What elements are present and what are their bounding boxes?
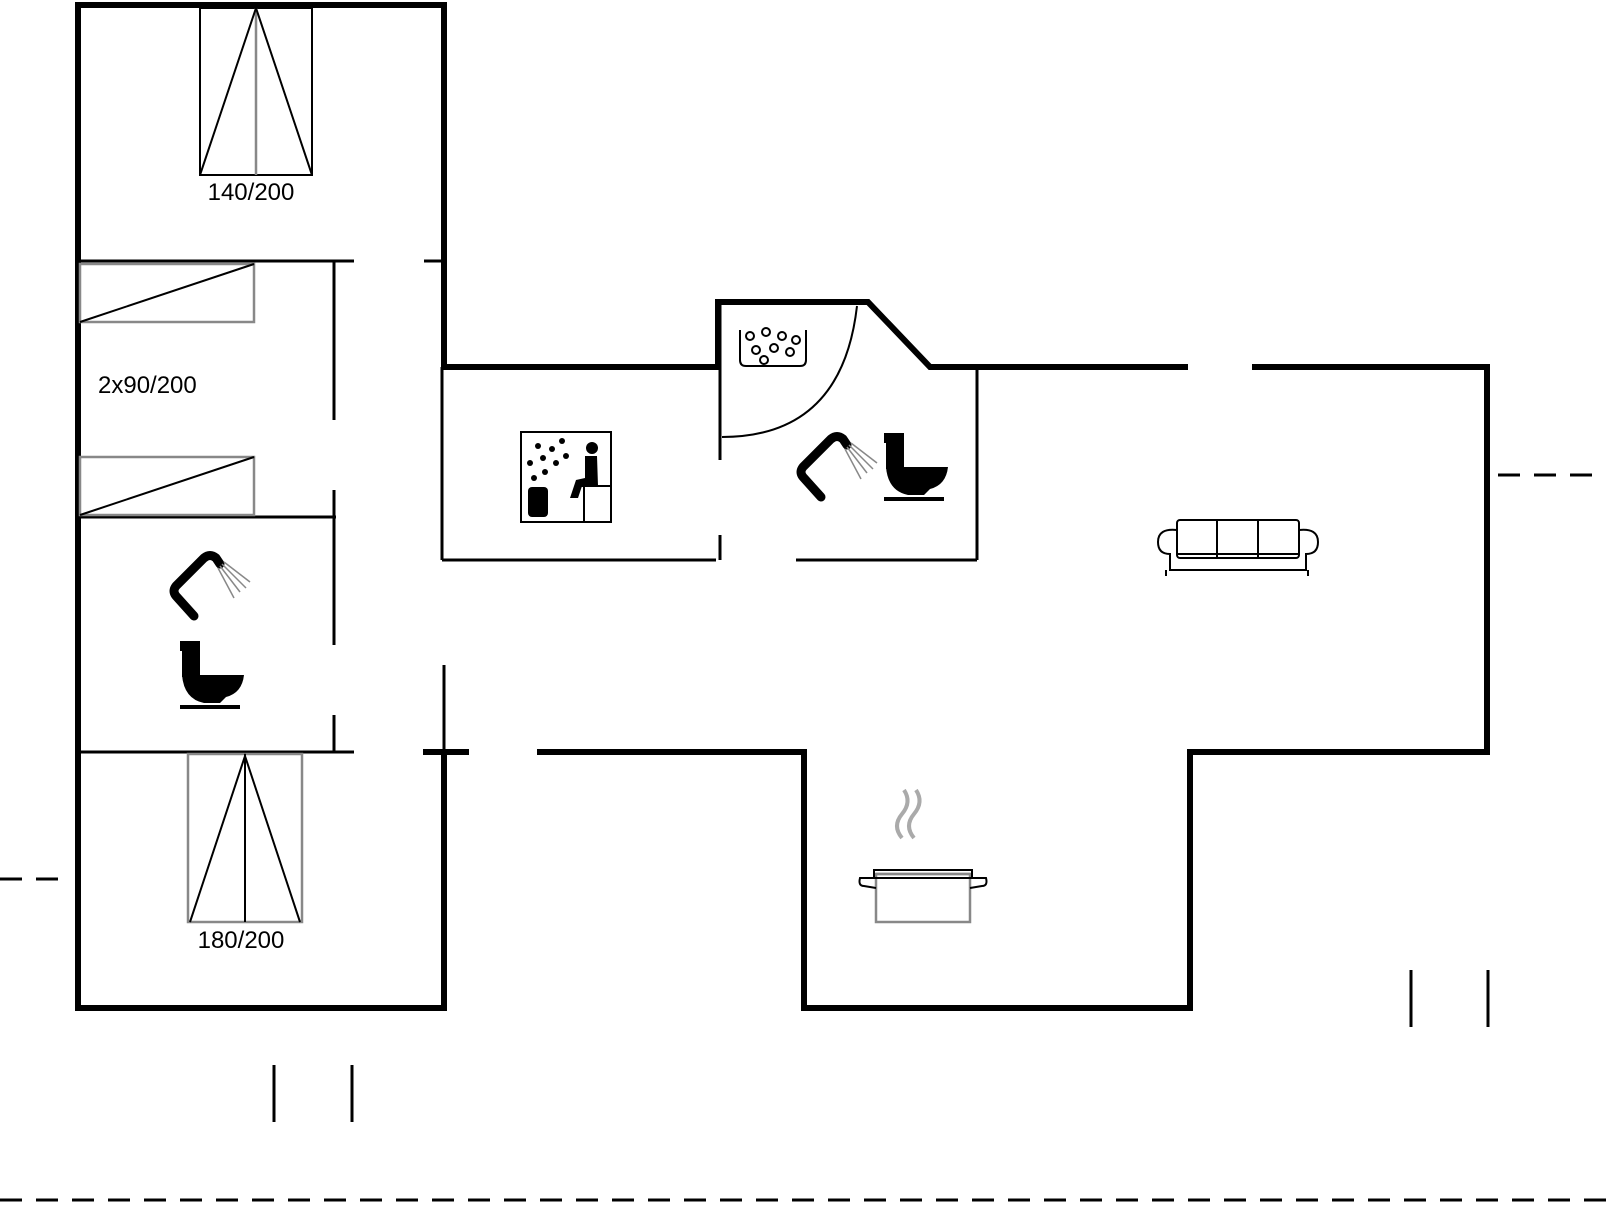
doors: [721, 305, 858, 438]
twin-bed-lower: [78, 455, 256, 517]
shower-icon: [796, 432, 878, 502]
twin-bed-upper: [78, 262, 256, 324]
bed-size-label: 140/200: [208, 179, 295, 206]
shower-icon: [169, 551, 251, 621]
spa-icon: [739, 327, 807, 367]
toilet-icon: [884, 433, 948, 501]
bed-size-label: 180/200: [198, 927, 285, 954]
sauna-icon: [520, 431, 612, 523]
toilet-icon: [180, 641, 244, 709]
cooking-pot-icon: [858, 788, 988, 924]
bed-size-label: 2x90/200: [98, 372, 197, 399]
bed-bottom-master: [186, 752, 304, 924]
bed-top-master: [199, 4, 313, 176]
terrace-lines: [0, 473, 1606, 1202]
exterior-walls: [75, 2, 1490, 1011]
sofa-icon: [1156, 519, 1320, 576]
door-swing-arc: [721, 305, 858, 438]
interior-walls: [78, 259, 979, 754]
